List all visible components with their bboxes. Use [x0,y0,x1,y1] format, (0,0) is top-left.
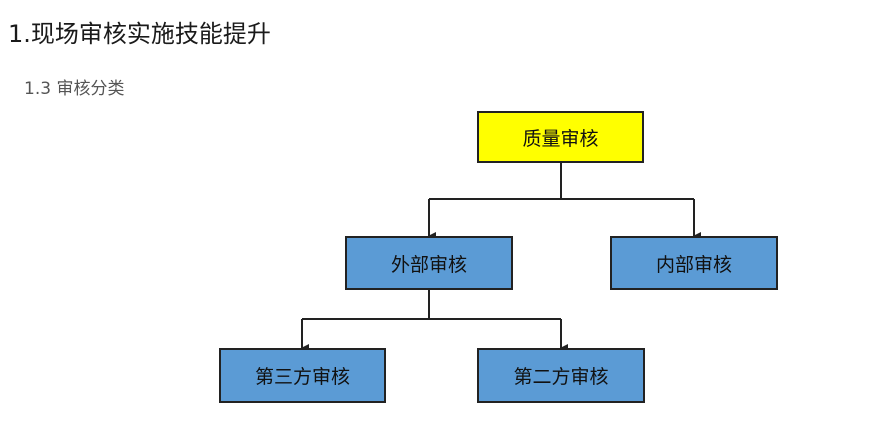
node-internal-audit: 内部审核 [610,236,778,290]
page-title: 1.现场审核实施技能提升 [8,20,271,48]
node-external-audit: 外部审核 [345,236,513,290]
node-second-party-audit: 第二方审核 [477,348,645,403]
node-third-party-audit: 第三方审核 [219,348,386,403]
section-subtitle: 1.3 审核分类 [24,79,125,99]
node-quality-audit: 质量审核 [477,111,644,163]
